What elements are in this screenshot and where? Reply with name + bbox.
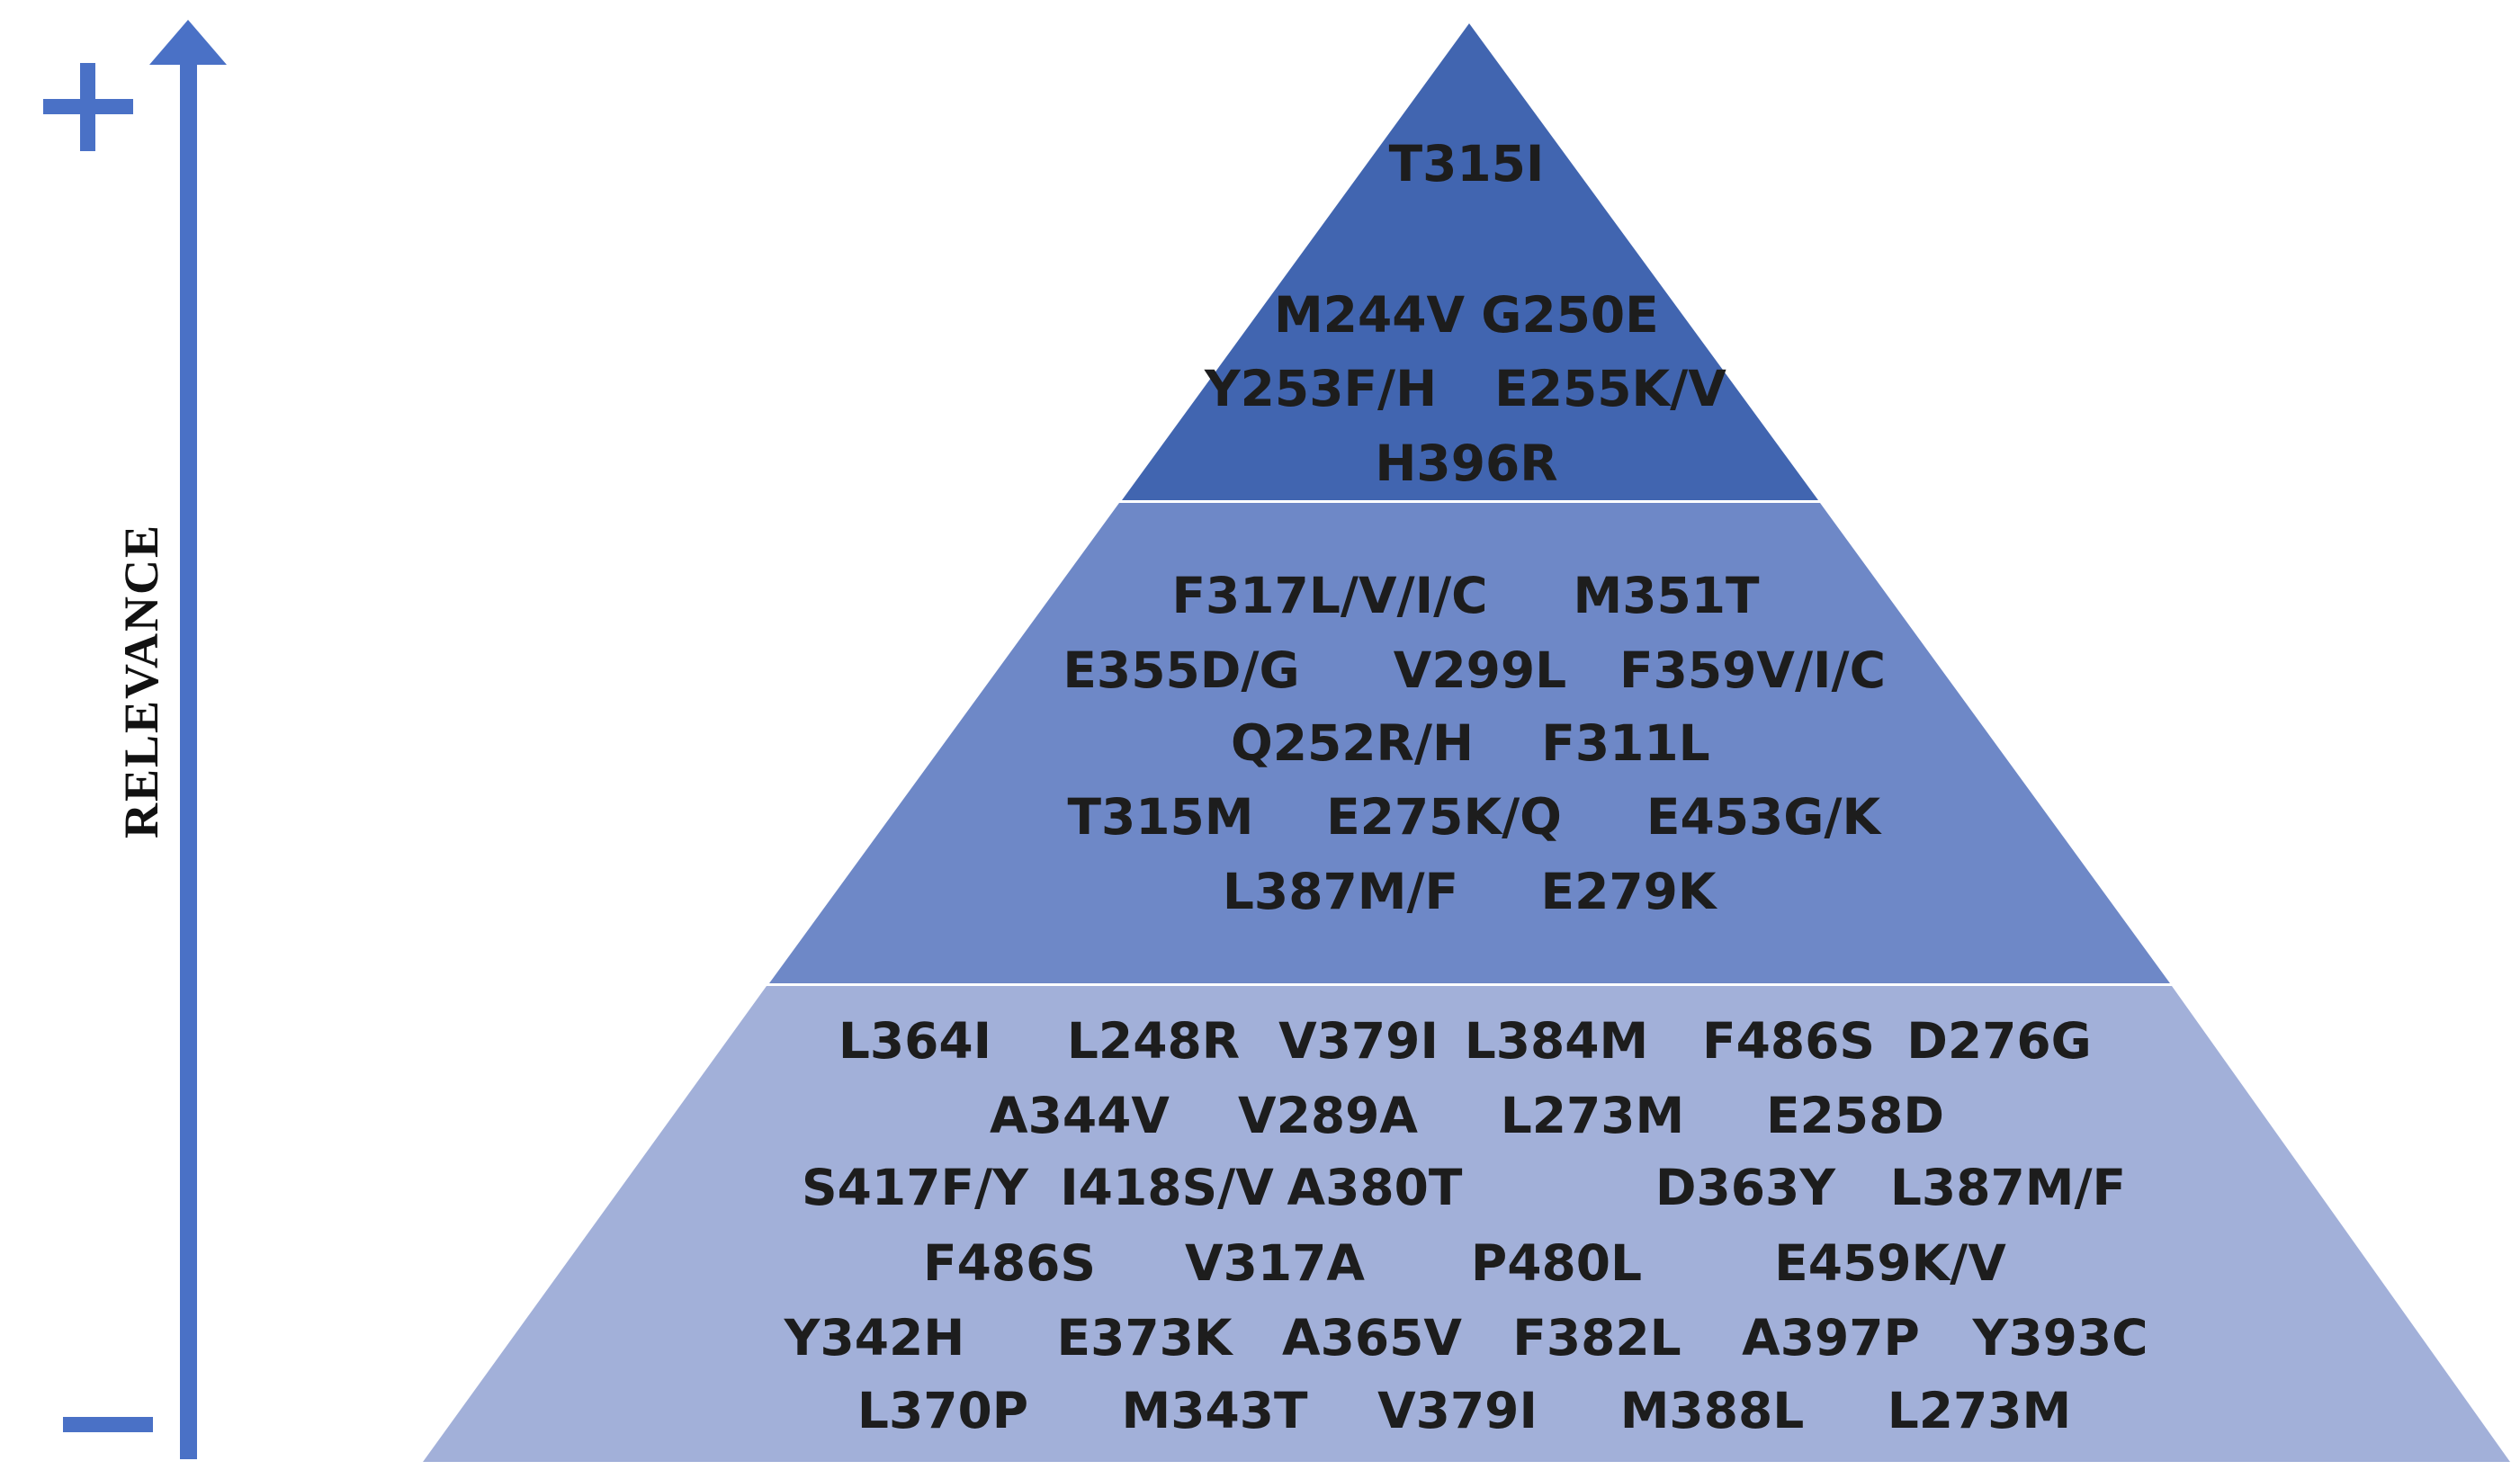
mutation-label: E255K/V: [1494, 360, 1726, 417]
mutation-label: L384M: [1465, 1012, 1649, 1070]
axis-shaft: [180, 63, 197, 1459]
mutation-label: L273M: [1501, 1087, 1685, 1144]
mutation-label: L370P: [857, 1382, 1028, 1439]
mutation-label: I418S/V: [1060, 1159, 1274, 1216]
mutation-label: L387M/F: [1223, 863, 1458, 920]
mutation-label: A380T: [1287, 1159, 1463, 1216]
mutation-label: V289A: [1238, 1087, 1418, 1144]
mutation-label: S417F/Y: [802, 1159, 1029, 1216]
axis-arrowhead-icon: [149, 20, 227, 65]
mutation-label: M351T: [1573, 567, 1760, 624]
mutation-label: G250E: [1481, 286, 1659, 344]
mutation-label: T315M: [1067, 788, 1253, 846]
mutation-label: A344V: [990, 1087, 1170, 1144]
mutation-label: M388L: [1620, 1382, 1805, 1439]
mutation-label: T315I: [1389, 135, 1545, 193]
mutation-label: Q252R/H: [1231, 714, 1474, 772]
mutation-label: E453G/K: [1646, 788, 1883, 846]
mutation-label: L248R: [1067, 1012, 1240, 1070]
mutation-label: V317A: [1185, 1234, 1365, 1292]
mutation-label: F486S: [1702, 1012, 1875, 1070]
mutation-label: V379I: [1278, 1012, 1439, 1070]
mutation-label: F311L: [1541, 714, 1709, 772]
mutation-label: D276G: [1906, 1012, 2092, 1070]
mutation-label: F359V/I/C: [1619, 641, 1886, 699]
mutation-label: A365V: [1282, 1309, 1462, 1367]
mutation-label: E373K: [1057, 1309, 1234, 1367]
mutation-label: Y253F/H: [1204, 360, 1437, 417]
mutation-label: Y393C: [1972, 1309, 2148, 1367]
mutation-label: D363Y: [1655, 1159, 1836, 1216]
mutation-label: E355D/G: [1063, 641, 1299, 699]
mutation-label: L364I: [839, 1012, 991, 1070]
mutation-label: L387M/F: [1890, 1159, 2126, 1216]
mutation-label: L273M: [1888, 1382, 2072, 1439]
axis-label: RELEVANCE: [114, 524, 168, 838]
mutation-label: F486S: [923, 1234, 1096, 1292]
mutation-label: V379I: [1377, 1382, 1538, 1439]
high-relevance-plus-icon: [43, 63, 133, 151]
mutation-label: V299L: [1394, 641, 1566, 699]
mutation-label: E258D: [1766, 1087, 1944, 1144]
mutation-label: H396R: [1375, 435, 1557, 492]
pyramid-tier-bottom: [423, 986, 2510, 1462]
mutation-label: M244V: [1274, 286, 1466, 344]
mutation-label: A397P: [1742, 1309, 1920, 1367]
mutation-label: M343T: [1121, 1382, 1308, 1439]
relevance-axis: [149, 20, 227, 1459]
pyramid-tier-middle: [769, 503, 2170, 983]
mutation-label: E275K/Q: [1326, 788, 1562, 846]
mutation-label: E279K: [1541, 863, 1718, 920]
mutation-label: F382L: [1512, 1309, 1681, 1367]
mutation-label: P480L: [1471, 1234, 1642, 1292]
mutation-label: F317L/V/I/C: [1171, 567, 1487, 624]
pyramid-tier-top: [1122, 23, 1818, 500]
low-relevance-minus-icon: [63, 1417, 153, 1432]
mutation-label: Y342H: [784, 1309, 965, 1367]
mutation-labels: T315I M244V G250E Y253F/H E255K/V H396R F317L/…: [784, 135, 2148, 1439]
mutation-label: E459K/V: [1774, 1234, 2006, 1292]
